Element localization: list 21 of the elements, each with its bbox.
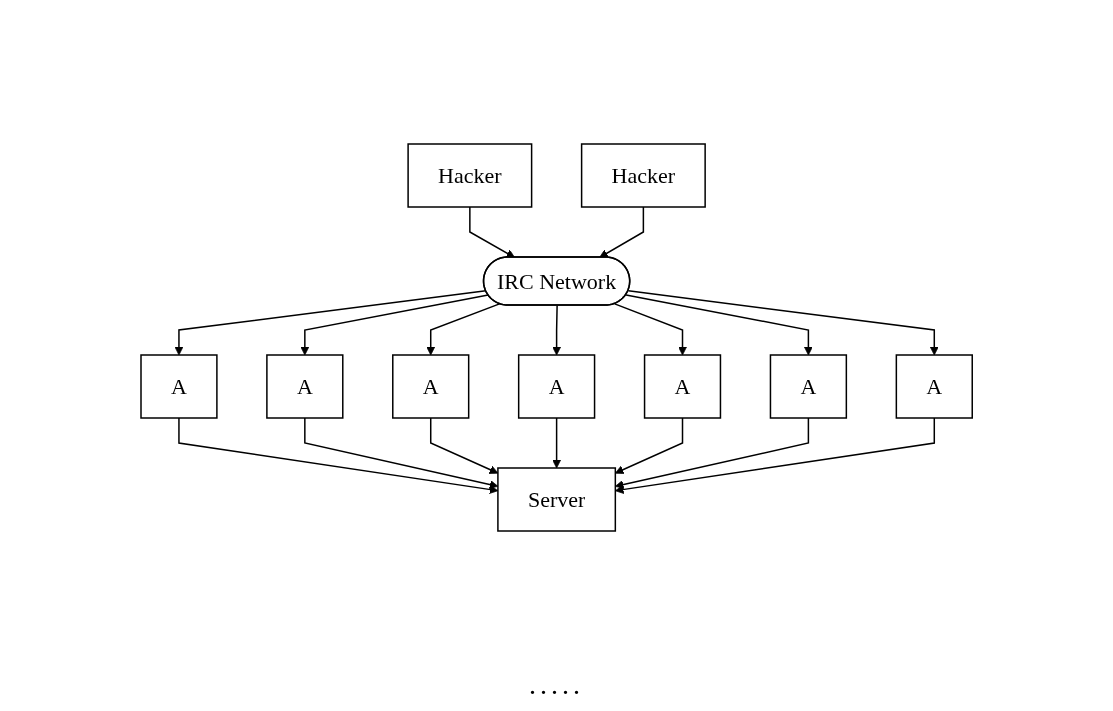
arrow (625, 294, 813, 356)
node-box: A (517, 354, 596, 419)
arrow (426, 303, 501, 356)
arrow (174, 290, 487, 356)
arrow (627, 290, 939, 356)
node-box: A (895, 354, 973, 419)
node-box: Server (497, 467, 616, 532)
node-box: A (643, 354, 722, 419)
ellipsis-text: ..... (529, 669, 584, 701)
node-box: A (769, 354, 847, 419)
node-box: Hacker (407, 143, 533, 208)
arrow (552, 304, 561, 356)
node-box: Hacker (580, 143, 706, 208)
arrow (469, 206, 515, 258)
arrow (599, 206, 644, 258)
node-box: A (266, 354, 344, 419)
arrow (300, 294, 489, 356)
node-box: A (391, 354, 470, 419)
arrow (552, 417, 561, 469)
arrow (613, 303, 687, 356)
node-box: A (140, 354, 218, 419)
